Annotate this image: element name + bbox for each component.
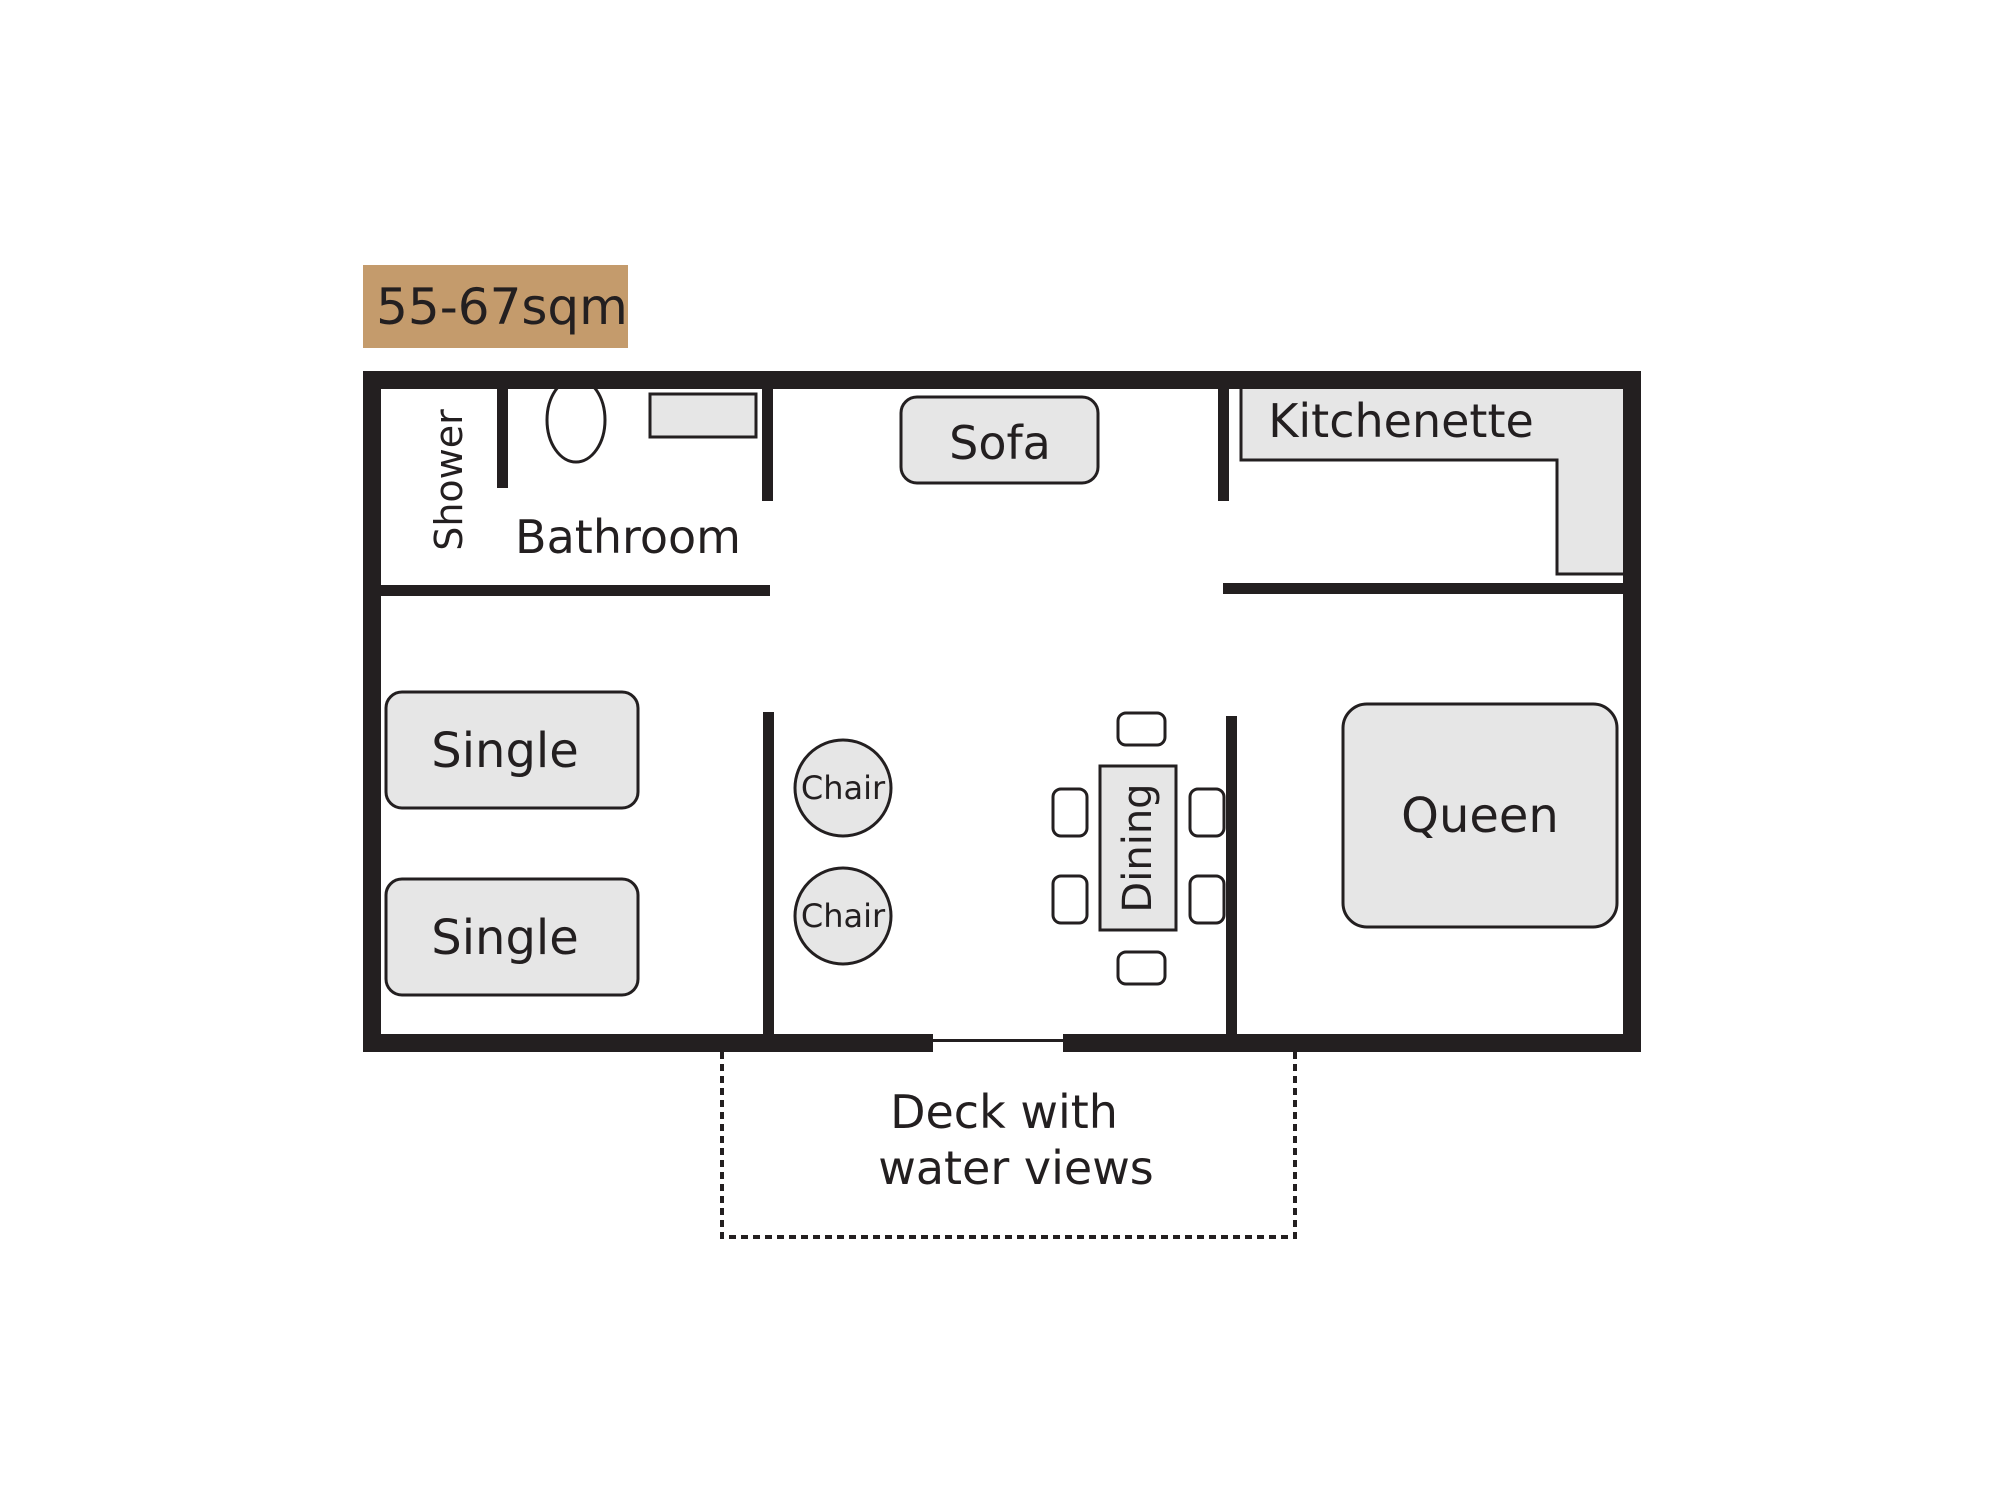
dining-seat-right-2 xyxy=(1188,874,1226,925)
sofa xyxy=(899,395,1100,485)
dining-seat-right-1 xyxy=(1188,787,1226,838)
chair-2 xyxy=(793,866,893,966)
dining-seat-left-1 xyxy=(1051,787,1089,838)
deck-label-line1: Deck with xyxy=(890,1085,1118,1139)
single-bed-1 xyxy=(384,690,640,810)
walls xyxy=(363,371,1641,1052)
sofa-label: Sofa xyxy=(949,416,1051,470)
kitchenette-wall-bottom xyxy=(1223,583,1633,594)
deck-door-threshold xyxy=(933,1039,1063,1042)
bathroom-wall-right xyxy=(762,381,773,501)
chair-1 xyxy=(793,738,893,838)
outer-wall-top xyxy=(363,371,1641,389)
shower-partition xyxy=(497,381,508,488)
dining-seat-bottom xyxy=(1116,950,1167,986)
kitchenette-label: Kitchenette xyxy=(1268,394,1534,448)
outer-wall-bottom-left xyxy=(363,1034,933,1052)
toilet xyxy=(545,376,607,464)
deck-label-line2: water views xyxy=(878,1141,1154,1195)
outer-wall-left xyxy=(363,371,381,1052)
dining-seat-top xyxy=(1116,711,1167,747)
chair-1-label: Chair xyxy=(801,769,886,807)
single-bed-2 xyxy=(384,877,640,997)
chair-2-label: Chair xyxy=(801,897,886,935)
deck-outline xyxy=(720,1052,1297,1239)
dining-table xyxy=(1098,764,1178,932)
single-bed-1-label: Single xyxy=(431,723,579,779)
bedroom-right-wall xyxy=(1226,716,1237,1034)
area-badge xyxy=(363,265,628,348)
vanity xyxy=(648,392,758,439)
queen-bed-label: Queen xyxy=(1401,788,1559,844)
bedroom-left-wall xyxy=(763,712,774,1034)
kitchenette-wall-left xyxy=(1218,381,1229,501)
single-bed-2-label: Single xyxy=(431,910,579,966)
bathroom-label: Bathroom xyxy=(515,510,741,564)
dining-seat-left-2 xyxy=(1051,874,1089,925)
shower-label: Shower xyxy=(427,409,471,551)
queen-bed xyxy=(1341,702,1619,929)
area-badge-label: 55-67sqm xyxy=(376,278,628,336)
outer-wall-bottom-right xyxy=(1063,1034,1641,1052)
bathroom-wall-bottom xyxy=(381,585,770,596)
outer-wall-right xyxy=(1623,371,1641,1052)
dining-label: Dining xyxy=(1115,783,1161,912)
